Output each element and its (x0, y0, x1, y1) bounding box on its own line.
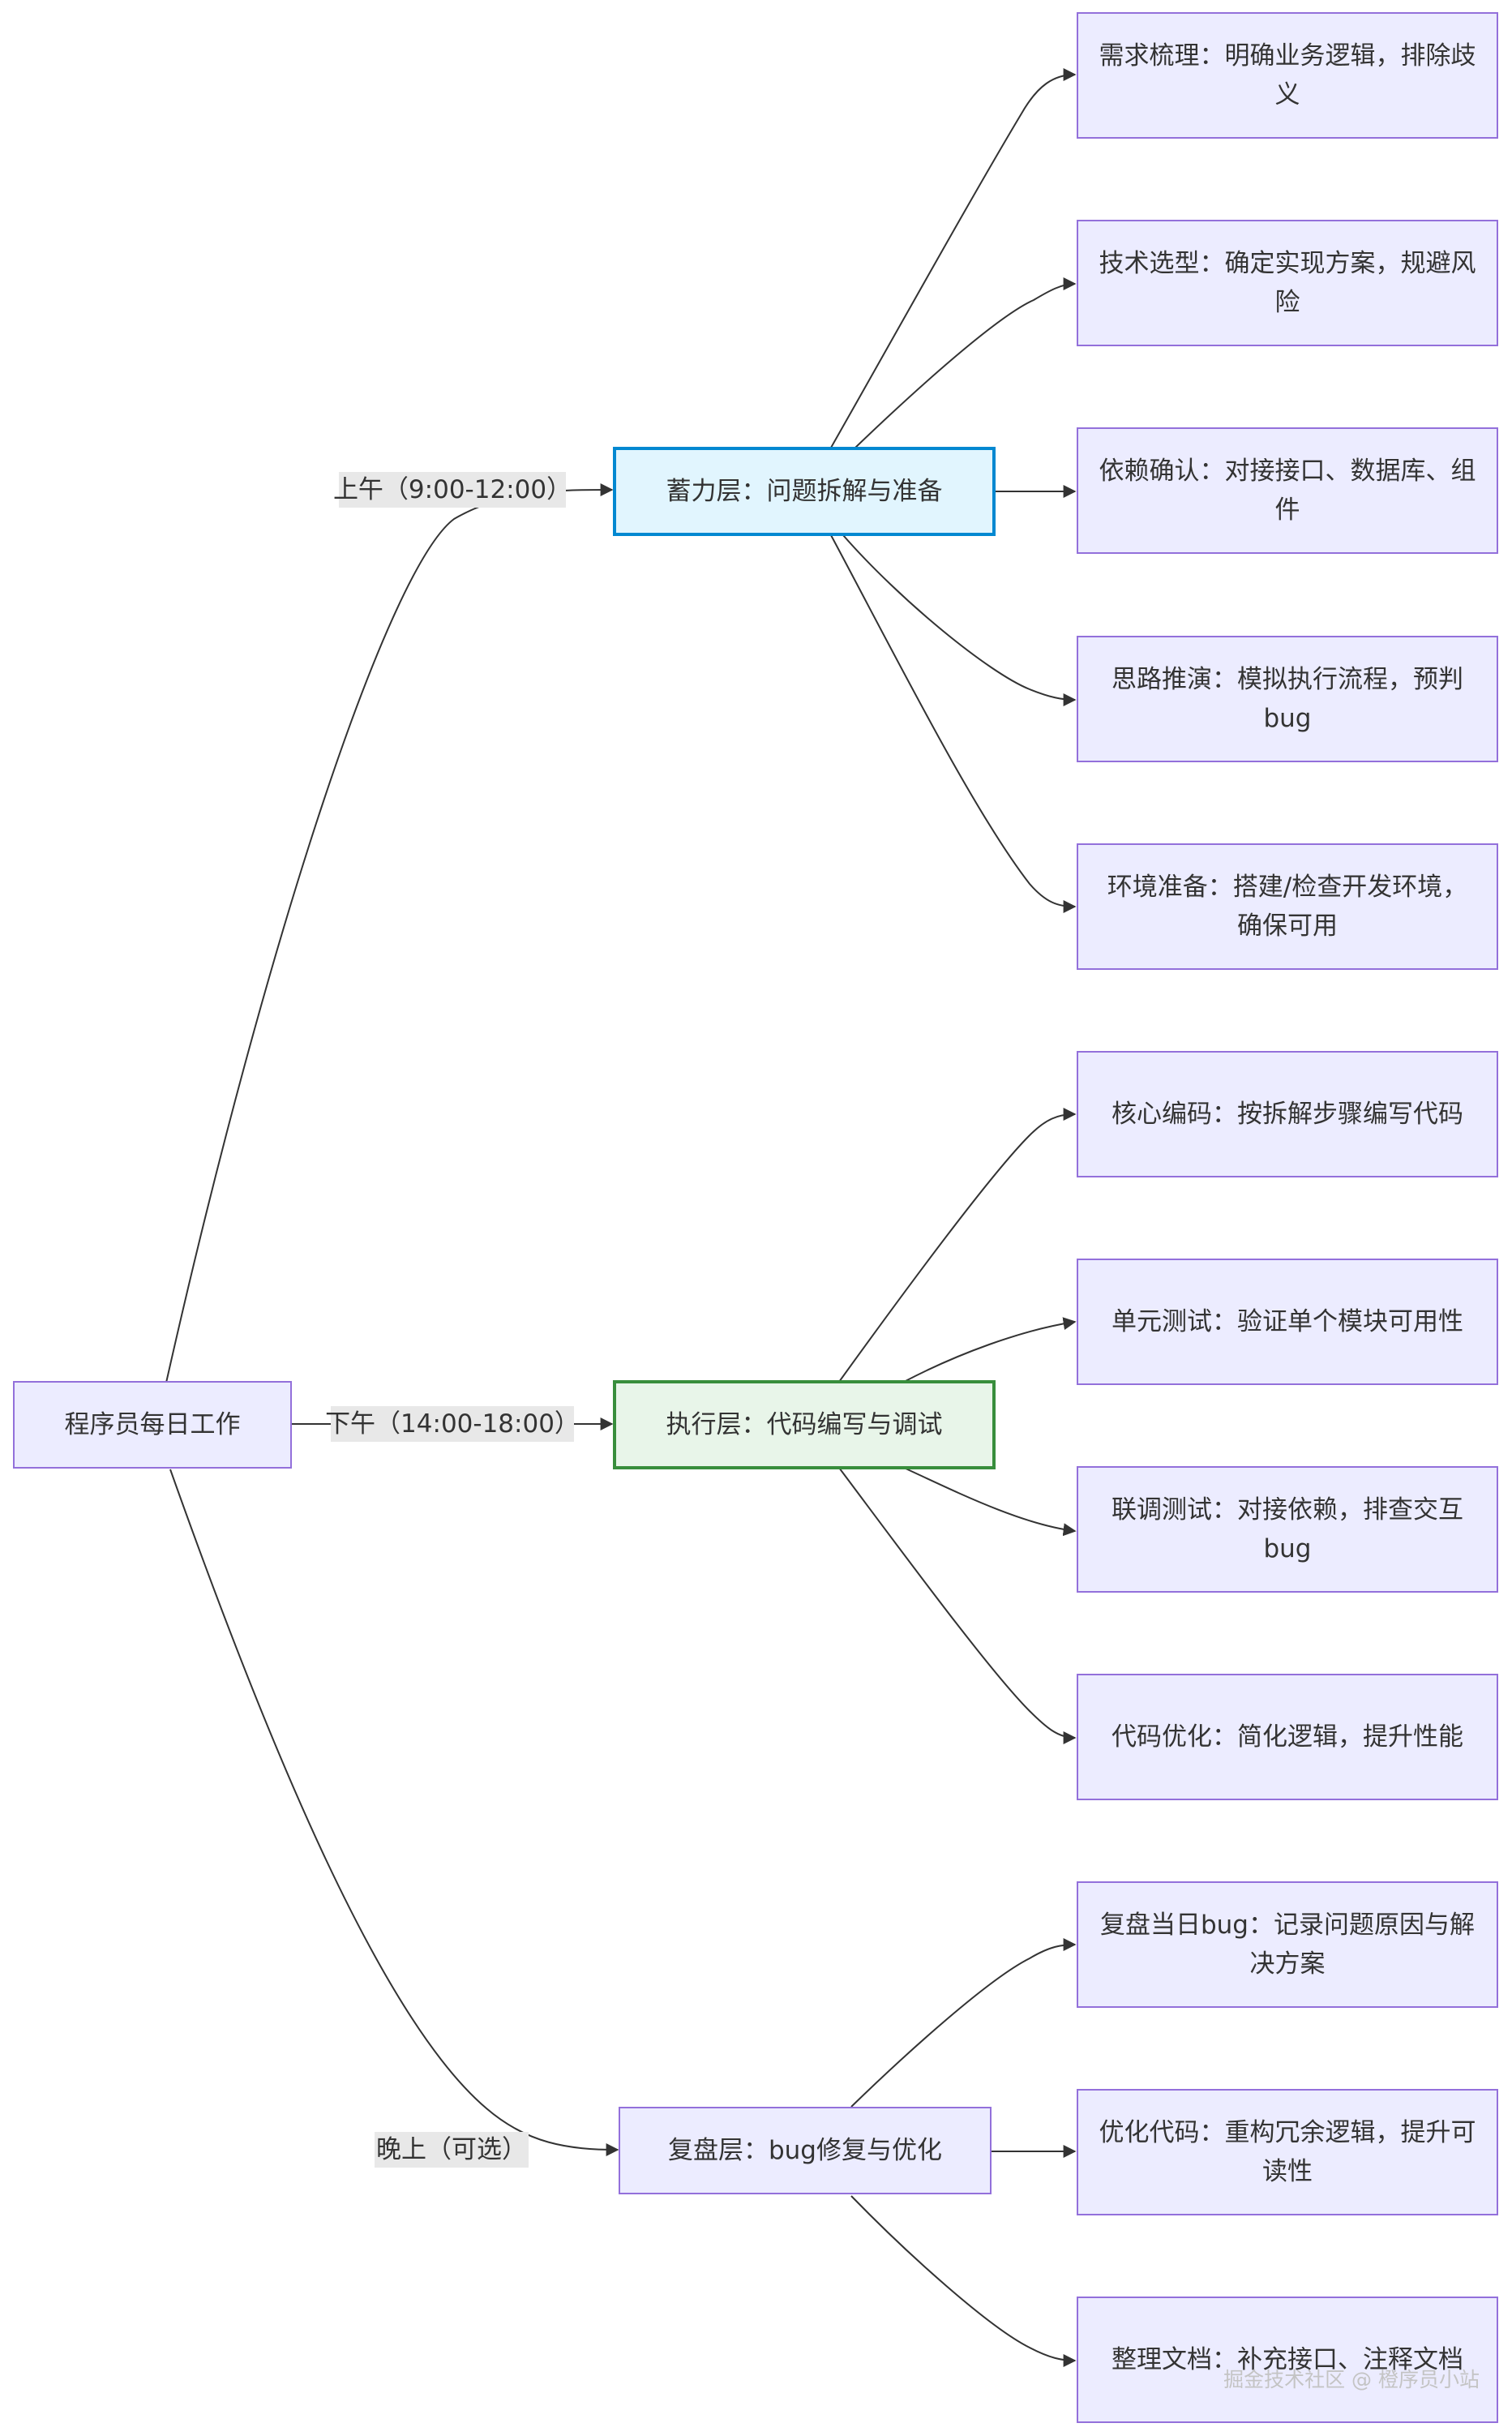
leaf-evening-2: 优化代码：重构冗余逻辑，提升可读性 (1077, 2089, 1498, 2215)
layer-node-morning: 蓄力层：问题拆解与准备 (613, 447, 996, 536)
edge-label-morning: 上午（9:00-12:00） (333, 472, 572, 508)
root-node: 程序员每日工作 (13, 1381, 292, 1469)
edge-label-evening: 晚上（可选） (375, 2132, 529, 2168)
edge-layer-2-item-2 (903, 1317, 1077, 1383)
leaf-evening-1: 复盘当日bug：记录问题原因与解决方案 (1077, 1881, 1498, 2008)
leaf-evening-3: 整理文档：补充接口、注释文档 (1077, 2297, 1498, 2423)
edge-layer-3-item-3 (850, 2195, 1077, 2367)
edge-layer-2-item-4 (838, 1467, 1077, 1744)
edge-layer-1-item-1 (830, 68, 1077, 448)
leaf-afternoon-3: 联调测试：对接依赖，排查交互bug (1077, 1466, 1498, 1593)
leaf-morning-2: 技术选型：确定实现方案，规避风险 (1077, 220, 1498, 346)
layer-node-evening: 复盘层：bug修复与优化 (619, 2107, 992, 2194)
edge-layer-1-item-2 (855, 277, 1077, 448)
leaf-afternoon-1: 核心编码：按拆解步骤编写代码 (1077, 1051, 1498, 1177)
layer-node-afternoon: 执行层：代码编写与调试 (613, 1380, 996, 1469)
leaf-afternoon-2: 单元测试：验证单个模块可用性 (1077, 1259, 1498, 1385)
leaf-morning-3: 依赖确认：对接接口、数据库、组件 (1077, 427, 1498, 554)
edge-layer-1-item-4 (842, 534, 1077, 706)
leaf-morning-5: 环境准备：搭建/检查开发环境，确保可用 (1077, 843, 1498, 970)
leaf-morning-1: 需求梳理：明确业务逻辑，排除歧义 (1077, 12, 1498, 139)
edge-label-afternoon: 下午（14:00-18:00） (325, 1406, 580, 1442)
edge-layer-1-item-5 (830, 534, 1077, 913)
edge-layer-2-item-3 (903, 1467, 1077, 1537)
edge-root-to-layer-3 (169, 1469, 619, 2156)
edge-layer-2-item-1 (838, 1108, 1077, 1383)
edge-layer-3-item-1 (850, 1938, 1077, 2108)
leaf-afternoon-4: 代码优化：简化逻辑，提升性能 (1077, 1674, 1498, 1800)
watermark-text: 掘金技术社区 @ 橙序员小站 (1223, 2368, 1480, 2391)
edge-root-to-layer-1 (165, 483, 614, 1383)
leaf-morning-4: 思路推演：模拟执行流程，预判bug (1077, 636, 1498, 762)
